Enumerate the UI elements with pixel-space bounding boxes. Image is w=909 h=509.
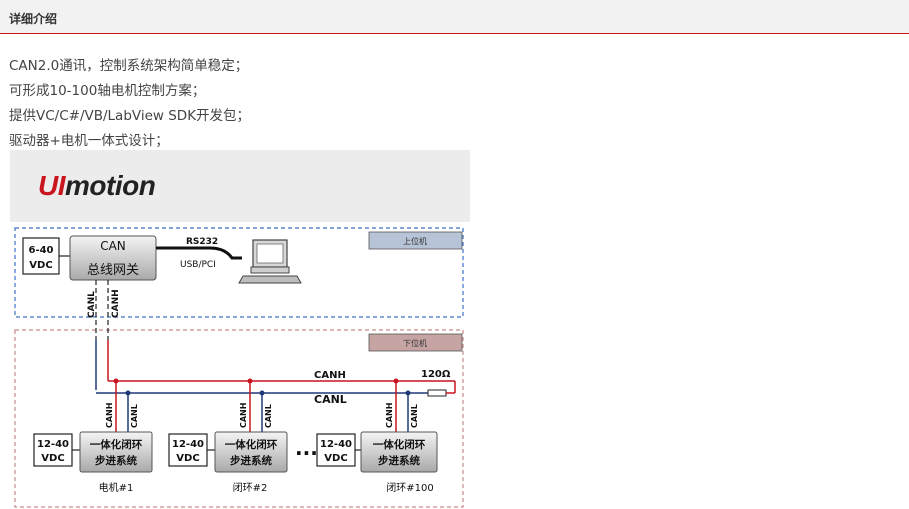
node-3-power-line1: 12-40 (320, 439, 352, 450)
feature-line-3: 提供VC/C#/VB/LabView SDK开发包； (9, 108, 251, 124)
more-nodes-dots: ··· (295, 441, 318, 465)
node-2-power-line1: 12-40 (172, 439, 204, 450)
node-2: CANH CANL 12-40 VDC 一体化闭环 步进系统 闭环#2 (168, 378, 288, 494)
uimotion-logo: UImotion (38, 170, 156, 201)
terminator-label: 120Ω (421, 369, 451, 380)
link-rs232: RS232 (186, 237, 218, 247)
node-1-power-line2: VDC (41, 453, 64, 464)
power-top-line2: VDC (29, 260, 52, 271)
lower-label: 下位机 (403, 338, 427, 348)
feature-line-4: 驱动器+电机一体式设计； (9, 133, 169, 149)
can-gateway-box (69, 235, 157, 281)
node-3-box-line2: 步进系统 (378, 454, 420, 467)
upper-label: 上位机 (403, 236, 427, 246)
node-2-canl-label: CANL (264, 404, 273, 428)
node-1-box-line1: 一体化闭环 (90, 438, 143, 451)
system-diagram: UImotion 上位机 6-40 VDC CAN 总线网关 RS232 USB… (10, 150, 470, 509)
computer-icon (238, 239, 302, 284)
node-3-box-line1: 一体化闭环 (373, 438, 426, 451)
upper-label-tag (368, 231, 463, 250)
node-1-power-line1: 12-40 (37, 439, 69, 450)
gateway-line1: CAN (100, 239, 126, 253)
section-header: 详细介绍 (0, 0, 909, 34)
node-2-box-line2: 步进系统 (230, 454, 272, 467)
link-usb: USB/PCI (180, 260, 216, 270)
node-1-box-line2: 步进系统 (95, 454, 137, 467)
feature-line-1: CAN2.0通讯，控制系统架构简单稳定； (9, 58, 249, 74)
lower-region (14, 329, 464, 508)
node-3-canh-label: CANH (385, 403, 394, 428)
upper-region (14, 227, 464, 318)
architecture-svg: 上位机 6-40 VDC CAN 总线网关 RS232 USB/PCI 下位机 … (14, 227, 464, 508)
node-1-canh-label: CANH (105, 403, 114, 428)
feature-line-2: 可形成10-100轴电机控制方案； (9, 83, 206, 99)
lower-label-tag (368, 333, 463, 352)
gateway-canl-label: CANL (87, 291, 97, 318)
node-2-canh-label: CANH (239, 403, 248, 428)
node-2-caption: 闭环#2 (233, 481, 268, 494)
node-2-power-line2: VDC (176, 453, 199, 464)
bus-canl-label: CANL (314, 393, 347, 406)
node-2-box-line1: 一体化闭环 (225, 438, 278, 451)
gateway-line2: 总线网关 (87, 263, 139, 278)
node-1-caption: 电机#1 (99, 481, 134, 494)
node-3-power-line2: VDC (324, 453, 347, 464)
node-3-canl-label: CANL (410, 404, 419, 428)
terminator-resistor (427, 389, 447, 397)
node-3: CANH CANL 12-40 VDC 一体化闭环 步进系统 闭环#100 (316, 378, 438, 494)
section-title: 详细介绍 (9, 12, 58, 26)
pc-cable (156, 246, 242, 260)
node-1: CANH CANL 12-40 VDC 一体化闭环 步进系统 电机#1 (33, 378, 153, 494)
node-1-canl-label: CANL (130, 404, 139, 428)
logo-band: UImotion (10, 150, 470, 222)
gateway-canh-label: CANH (111, 289, 121, 318)
bus-canh-label: CANH (314, 370, 346, 381)
power-top-line1: 6-40 (28, 245, 53, 256)
node-3-caption: 闭环#100 (386, 481, 433, 494)
